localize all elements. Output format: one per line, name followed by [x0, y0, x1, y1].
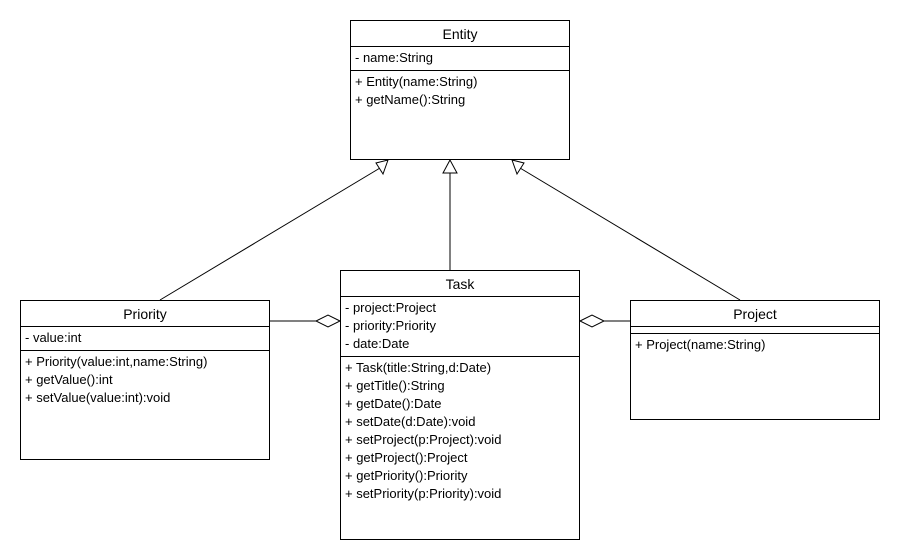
operation: + setProject(p:Project):void	[345, 432, 502, 447]
operation: + Project(name:String)	[635, 337, 766, 352]
operation: + getValue():int	[25, 372, 113, 387]
operations-compartment: + Project(name:String)	[631, 334, 879, 354]
operations-compartment: + Task(title:String,d:Date) + getTitle()…	[341, 357, 579, 503]
operation: + getDate():Date	[345, 396, 442, 411]
operation: + getProject():Project	[345, 450, 468, 465]
inheritance-arrowhead-priority	[375, 159, 389, 176]
operation: + getPriority():Priority	[345, 468, 468, 483]
class-name: Project	[631, 301, 879, 327]
class-name: Entity	[351, 21, 569, 47]
aggregation-diamond-project	[578, 314, 606, 328]
attributes-compartment: - name:String	[351, 47, 569, 71]
aggregation-diamond-priority	[314, 314, 342, 328]
operation: + Entity(name:String)	[355, 74, 478, 89]
class-task[interactable]: Task - project:Project - priority:Priori…	[340, 270, 580, 540]
attributes-compartment	[631, 327, 879, 334]
operations-compartment: + Entity(name:String) + getName():String	[351, 71, 569, 109]
class-priority[interactable]: Priority - value:int + Priority(value:in…	[20, 300, 270, 460]
operations-compartment: + Priority(value:int,name:String) + getV…	[21, 351, 269, 407]
class-name: Task	[341, 271, 579, 297]
generalization-priority-entity[interactable]	[159, 167, 381, 301]
class-project[interactable]: Project + Project(name:String)	[630, 300, 880, 420]
attributes-compartment: - value:int	[21, 327, 269, 351]
attribute: - date:Date	[345, 336, 410, 351]
generalization-project-entity[interactable]	[519, 167, 741, 301]
inheritance-arrowhead-task	[442, 158, 458, 174]
operation: + setPriority(p:Priority):void	[345, 486, 502, 501]
operation: + getName():String	[355, 92, 466, 107]
operation: + Task(title:String,d:Date)	[345, 360, 492, 375]
operation: + Priority(value:int,name:String)	[25, 354, 208, 369]
attribute: - project:Project	[345, 300, 437, 315]
operation: + setValue(value:int):void	[25, 390, 171, 405]
operation: + getTitle():String	[345, 378, 445, 393]
attribute: - priority:Priority	[345, 318, 437, 333]
attributes-compartment: - project:Project - priority:Priority - …	[341, 297, 579, 357]
operation: + setDate(d:Date):void	[345, 414, 476, 429]
class-name: Priority	[21, 301, 269, 327]
attribute: - name:String	[355, 50, 434, 65]
class-entity[interactable]: Entity - name:String + Entity(name:Strin…	[350, 20, 570, 160]
attribute: - value:int	[25, 330, 82, 345]
inheritance-arrowhead-project	[511, 159, 525, 176]
